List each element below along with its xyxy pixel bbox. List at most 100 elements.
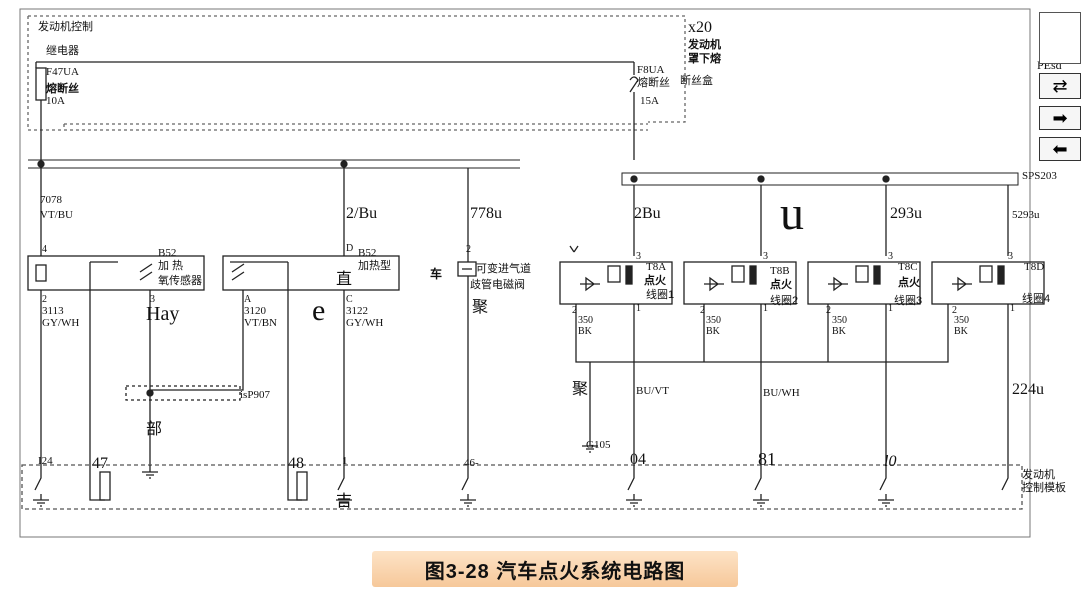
coil-1-pin-1: 1 [636, 303, 641, 314]
b52-label-b: B52 [358, 247, 377, 259]
vvt-label-2: 歧管电磁阀 [470, 279, 525, 291]
bu-glyph: 部 [146, 421, 163, 438]
wire-224u: 224u [1012, 381, 1044, 398]
wire-gy-wh-b: GY/WH [346, 317, 384, 329]
wire-2bu-b: 2Bu [634, 205, 661, 222]
ecm-pin-47: 47 [92, 455, 108, 472]
engine-control-label: 发动机控制 [38, 21, 93, 33]
ji-glyph: 吉 [336, 493, 353, 510]
t8c-label: T8C [898, 261, 918, 273]
pin-2-vvt: 2 [466, 244, 471, 255]
ecm-label-2: 控制模板 [1022, 482, 1066, 494]
t8b-label: T8B [770, 265, 790, 277]
coil-4-gauge: 350 [954, 315, 969, 326]
ecm-pin-124: I24 [38, 455, 53, 467]
coil-1-label: 线圈1 [646, 289, 675, 301]
ju-glyph-b: 聚 [572, 381, 589, 398]
pin-4: 4 [42, 244, 47, 255]
ignition-coil-3 [807, 261, 921, 305]
coil-1-pin-2: 2 [572, 305, 577, 316]
fuse-f8ua [629, 76, 639, 160]
bus-left [28, 159, 520, 169]
ecm-pin-81: 81 [758, 449, 776, 469]
wire-3120: 3120 [244, 305, 266, 317]
coil-1-color: BK [578, 326, 592, 337]
coil-3-color: BK [832, 326, 846, 337]
relay-label: 继电器 [46, 45, 79, 57]
pin-a: A [244, 294, 252, 305]
outer-frame [19, 8, 1031, 538]
ignition-coil-1 [559, 245, 673, 305]
ecm-pin-10: l0 [884, 453, 897, 470]
ign-b-label: 点火 [770, 279, 792, 291]
coil-2-pin-2: 2 [700, 305, 705, 316]
ignition-coil-2 [683, 261, 797, 305]
pin-c: C [346, 294, 353, 305]
pin-d: D [346, 243, 354, 254]
fuse-f8ua-cn: 熔断丝 [637, 77, 670, 89]
swap-button[interactable]: ⇄ [1039, 73, 1081, 99]
nav-panel-frame [1039, 12, 1081, 64]
relay-box-outline [27, 15, 686, 131]
splice-label: isP907 [240, 389, 270, 401]
che-label: 车 [430, 267, 443, 281]
ecm-pin-46: 46- [464, 457, 479, 469]
pin-3-a: 3 [150, 294, 155, 305]
wire-293u: 293u [890, 205, 922, 222]
t8a-label: T8A [646, 261, 667, 273]
coil-4-pin-1: 1 [1010, 303, 1015, 314]
next-arrow-button[interactable]: ➡ [1039, 106, 1081, 130]
coil-3-pin-1: 1 [888, 303, 893, 314]
b52-sensor-2 [222, 255, 400, 291]
wire-3122: 3122 [346, 305, 368, 317]
wire-vt-bu: VT/BU [40, 209, 73, 221]
coil-4-pin-2: 2 [952, 305, 957, 316]
heated-type-label: 加热型 [358, 260, 391, 272]
coil-2-label: 线圈2 [770, 295, 799, 307]
vvt-label-1: 可变进气道 [476, 263, 531, 275]
engine-hood-label-1: 发动机 [688, 39, 721, 51]
zhi-glyph: 直 [336, 271, 353, 288]
fuse-box-label: 断丝盒 [680, 75, 713, 87]
heated-label-1: 加 热 [158, 260, 184, 272]
coil-4-label: 线圈4 [1022, 293, 1051, 305]
b52-sensor-1 [27, 255, 205, 291]
coil-3-pin-3: 3 [888, 251, 893, 262]
sps203-label: SPS203 [1022, 170, 1057, 182]
coil-3-pin-2: 2 [826, 305, 831, 316]
ecm-pin-1: 1 [342, 455, 348, 467]
wire-5293u: 5293u [1012, 209, 1040, 221]
pin-2-a: 2 [42, 294, 47, 305]
x20-label: x20 [688, 19, 712, 36]
ecm-pin-48: 48 [288, 455, 304, 472]
coil-2-color: BK [706, 326, 720, 337]
splice-sp907 [125, 385, 241, 401]
wire-778u: 778u [470, 205, 502, 222]
coil-2-gauge: 350 [706, 315, 721, 326]
fuse-f8ua-label: F8UA [637, 64, 665, 76]
ecm-box [21, 464, 1023, 510]
big-u-glyph: u [780, 187, 804, 240]
ground-g105: G105 [586, 439, 611, 451]
t8d-label: T8D [1024, 261, 1045, 273]
bus-sps203 [621, 172, 1019, 186]
wire-gy-wh-a: GY/WH [42, 317, 80, 329]
hay-glyph: Hay [146, 303, 180, 325]
coil-1-pin-3: 3 [636, 251, 641, 262]
wire-vt-bn: VT/BN [244, 317, 277, 329]
wiring-diagram [19, 8, 1045, 538]
coil-4-pin-3: 3 [1008, 251, 1013, 262]
ecm-label-1: 发动机 [1022, 469, 1055, 481]
ecm-pin-04: 04 [630, 451, 646, 468]
wire-bu-vt: BU/VT [636, 385, 669, 397]
coil-4-color: BK [954, 326, 968, 337]
coil-2-pin-1: 1 [763, 303, 768, 314]
ecm-grounds [33, 440, 1009, 507]
ign-c-label: 点火 [898, 277, 920, 289]
prev-arrow-button[interactable]: ⬅ [1039, 137, 1081, 161]
coil-3-label: 线圈3 [894, 295, 923, 307]
figure-caption: 图3-28 汽车点火系统电路图 [372, 551, 738, 587]
coil-3-gauge: 350 [832, 315, 847, 326]
fuse-f8ua-amp: 15A [640, 95, 659, 107]
fuse-f47ua-amp: 10A [46, 95, 65, 107]
